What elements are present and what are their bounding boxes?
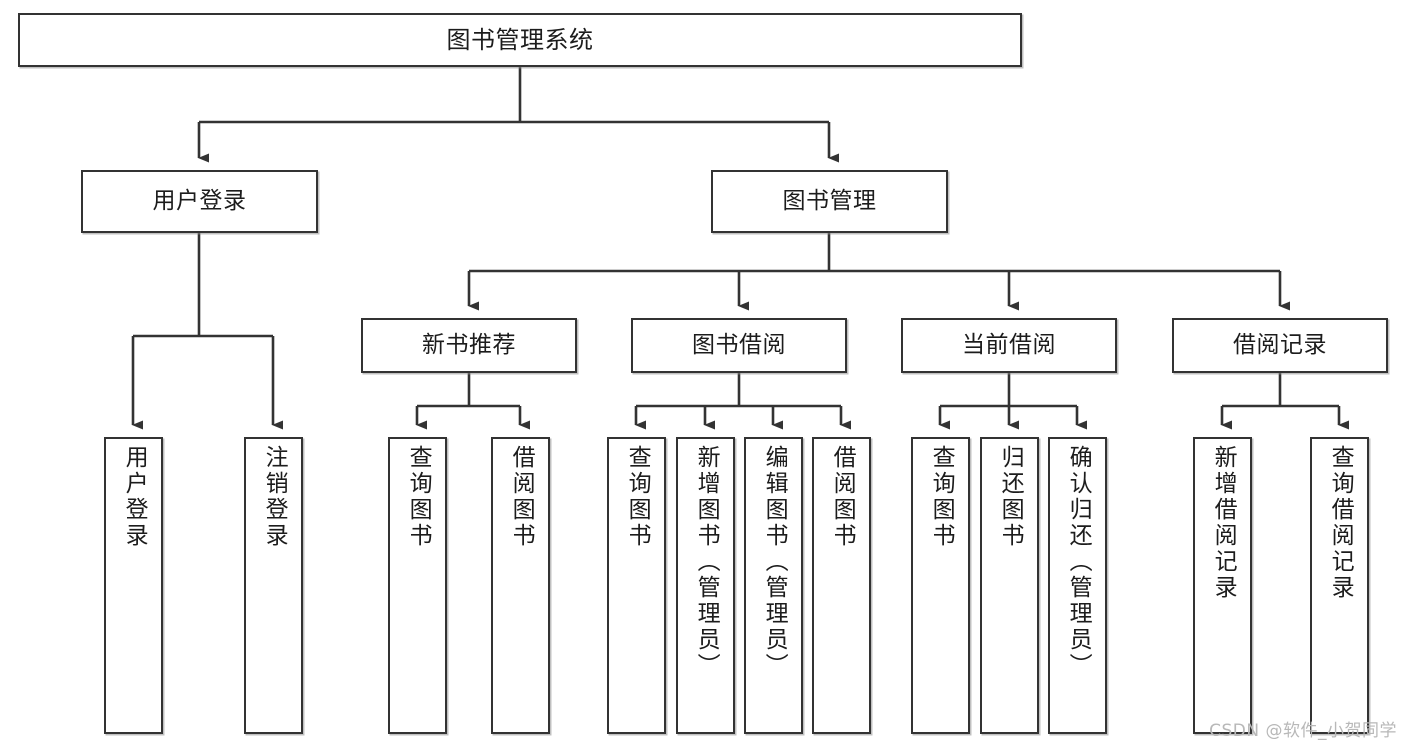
node-book-management-label: 图书管理 — [782, 187, 877, 214]
node-leaf-add-borrow-record-label: 新增借阅记录 — [1210, 445, 1237, 601]
node-leaf-borrow-book-1[interactable]: 借阅图书 — [491, 437, 550, 734]
node-leaf-add-book-admin[interactable]: 新增图书（管理员） — [676, 437, 735, 734]
node-leaf-query-book-2[interactable]: 查询图书 — [607, 437, 666, 734]
node-user-login[interactable]: 用户登录 — [81, 170, 318, 233]
node-leaf-query-book-3[interactable]: 查询图书 — [911, 437, 970, 734]
node-leaf-add-book-admin-label: 新增图书（管理员） — [693, 445, 720, 679]
node-book-management[interactable]: 图书管理 — [711, 170, 948, 233]
node-new-book-recommend-label: 新书推荐 — [422, 331, 516, 358]
node-leaf-query-book-1-label: 查询图书 — [405, 445, 432, 549]
node-borrow-record[interactable]: 借阅记录 — [1172, 318, 1388, 373]
node-book-borrow-label: 图书借阅 — [692, 331, 786, 358]
node-leaf-query-book-1[interactable]: 查询图书 — [388, 437, 447, 734]
node-new-book-recommend[interactable]: 新书推荐 — [361, 318, 577, 373]
node-leaf-borrow-book-1-label: 借阅图书 — [508, 445, 535, 549]
node-leaf-logout-login[interactable]: 注销登录 — [244, 437, 303, 734]
node-leaf-return-book[interactable]: 归还图书 — [980, 437, 1039, 734]
node-book-borrow[interactable]: 图书借阅 — [631, 318, 847, 373]
node-leaf-return-book-label: 归还图书 — [997, 445, 1024, 549]
node-leaf-confirm-return-admin-label: 确认归还（管理员） — [1065, 445, 1092, 679]
node-borrow-record-label: 借阅记录 — [1233, 331, 1327, 358]
node-current-borrow[interactable]: 当前借阅 — [901, 318, 1117, 373]
node-root[interactable]: 图书管理系统 — [18, 13, 1022, 67]
watermark-text: CSDN @软件_小贺同学 — [1209, 721, 1397, 741]
node-root-label: 图书管理系统 — [446, 25, 594, 54]
node-leaf-user-login-label: 用户登录 — [121, 445, 148, 549]
node-leaf-borrow-book-2[interactable]: 借阅图书 — [812, 437, 871, 734]
node-leaf-edit-book-admin-label: 编辑图书（管理员） — [761, 445, 788, 679]
node-leaf-query-book-3-label: 查询图书 — [928, 445, 955, 549]
node-leaf-confirm-return-admin[interactable]: 确认归还（管理员） — [1048, 437, 1107, 734]
node-leaf-query-borrow-record-label: 查询借阅记录 — [1327, 445, 1354, 601]
node-leaf-borrow-book-2-label: 借阅图书 — [829, 445, 856, 549]
node-leaf-query-book-2-label: 查询图书 — [624, 445, 651, 549]
node-user-login-label: 用户登录 — [152, 187, 247, 214]
node-leaf-query-borrow-record[interactable]: 查询借阅记录 — [1310, 437, 1369, 734]
node-leaf-edit-book-admin[interactable]: 编辑图书（管理员） — [744, 437, 803, 734]
node-current-borrow-label: 当前借阅 — [962, 331, 1056, 358]
node-leaf-user-login[interactable]: 用户登录 — [104, 437, 163, 734]
node-leaf-add-borrow-record[interactable]: 新增借阅记录 — [1193, 437, 1252, 734]
node-leaf-logout-login-label: 注销登录 — [261, 445, 288, 549]
